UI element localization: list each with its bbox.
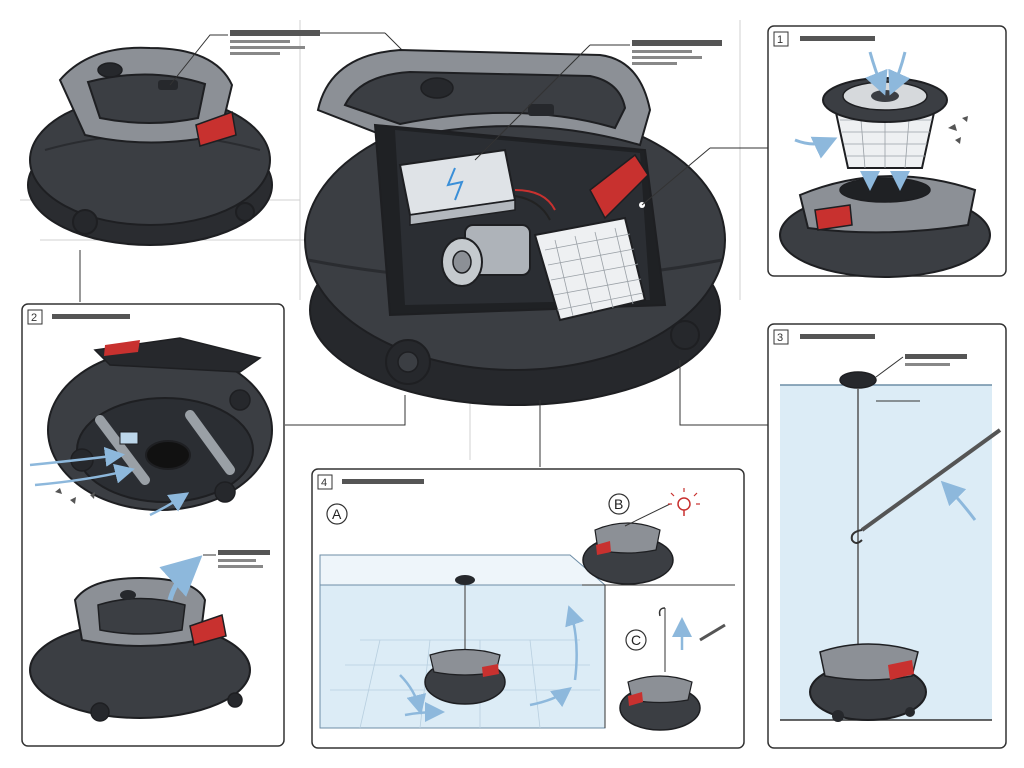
step-b-indicator-light: B bbox=[582, 488, 735, 728]
robot-cutaway-main bbox=[304, 48, 726, 406]
filter-basket bbox=[533, 216, 647, 322]
lightbulb-icon bbox=[668, 488, 700, 516]
panel-1-filter-cleaning: 1 bbox=[767, 25, 1007, 278]
panel-2-number: 2 bbox=[31, 312, 37, 324]
battery-pack bbox=[398, 148, 517, 226]
step-a-label: A bbox=[332, 506, 342, 522]
step-b-label: B bbox=[614, 496, 623, 512]
motor bbox=[441, 224, 531, 287]
panel-4-number: 4 bbox=[321, 477, 327, 489]
panel-2-underside-and-lift: 2 bbox=[21, 303, 285, 747]
panel-3-hook-retrieval: 3 bbox=[767, 323, 1007, 749]
step-c-retrieve: C bbox=[619, 607, 726, 731]
panel-3-number: 3 bbox=[777, 332, 783, 344]
callout-battery bbox=[474, 40, 722, 161]
step-c-label: C bbox=[631, 632, 641, 648]
panel-4-operation-steps: 4 A bbox=[311, 468, 745, 749]
step-a-pool-cleaning: A bbox=[319, 503, 607, 729]
callout-tail-light bbox=[639, 147, 768, 208]
panel-1-number: 1 bbox=[777, 34, 783, 46]
panel-connectors bbox=[79, 250, 768, 467]
robot-overview-small bbox=[27, 46, 273, 246]
